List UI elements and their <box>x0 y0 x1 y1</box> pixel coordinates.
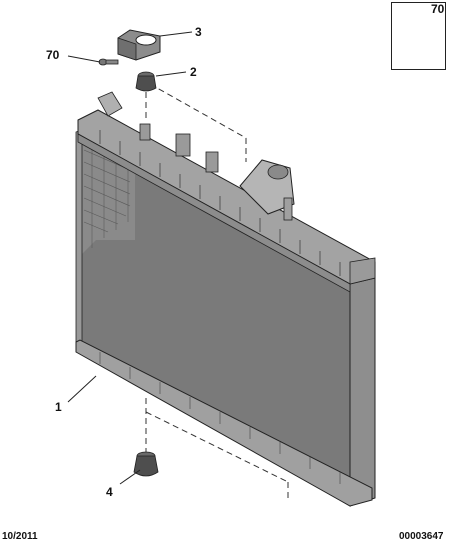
callout-1: 1 <box>55 400 62 414</box>
footer-date: 10/2011 <box>2 531 38 542</box>
assembly-dashed-lines <box>145 82 289 500</box>
footer-reference: 00003647 <box>399 531 444 542</box>
radiator-side <box>349 271 376 507</box>
part-3-bracket <box>117 29 161 61</box>
radiator <box>75 91 376 507</box>
bottom-rail <box>75 339 373 507</box>
callout-2: 2 <box>190 65 197 79</box>
part-70-screw <box>98 58 119 66</box>
inset-callout-70: 70 <box>431 2 445 16</box>
part-4-grommet <box>133 451 159 477</box>
fastener-inset <box>391 2 446 70</box>
callout-4: 4 <box>106 485 113 499</box>
leader-lines <box>67 31 193 485</box>
part-2-grommet <box>135 71 157 92</box>
tank-bracket <box>97 91 123 117</box>
callout-3: 3 <box>195 25 202 39</box>
callout-70: 70 <box>46 48 60 62</box>
radiator-left-frame <box>75 129 83 351</box>
